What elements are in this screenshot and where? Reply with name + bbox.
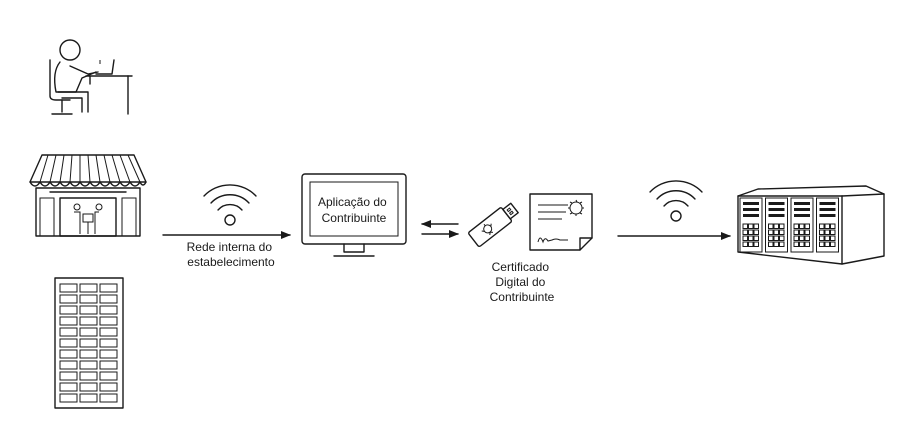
building-window (99, 371, 118, 381)
label-internal-network-line: Rede interna do (187, 240, 273, 254)
building-window (59, 393, 78, 403)
label-certificate-line: Contribuinte (490, 290, 555, 304)
building-window (59, 349, 78, 359)
label-application: Aplicação do Contribuinte (318, 195, 390, 225)
monitor-icon (301, 173, 407, 257)
wifi-icon (203, 184, 257, 226)
label-certificate-line: Certificado (492, 260, 550, 274)
building-window (99, 283, 118, 293)
building-window (79, 360, 98, 370)
building-window (99, 360, 118, 370)
building-window (79, 371, 98, 381)
building-window (79, 393, 98, 403)
server-unit (816, 197, 839, 253)
building-window (99, 338, 118, 348)
label-internal-network-line: estabelecimento (187, 255, 275, 269)
server-unit (790, 197, 814, 253)
wifi-icon (649, 180, 703, 222)
building-window (59, 371, 78, 381)
building-window (99, 349, 118, 359)
building-window (79, 283, 98, 293)
label-internal-network: Rede interna do estabelecimento (187, 240, 276, 269)
building-window (99, 305, 118, 315)
office-building-icon (54, 277, 124, 409)
server-unit (765, 197, 788, 253)
building-window (79, 316, 98, 326)
label-certificate: Certificado Digital do Contribuinte (490, 260, 555, 304)
building-window (59, 360, 78, 370)
building-window (79, 382, 98, 392)
building-window (79, 349, 98, 359)
building-window (59, 327, 78, 337)
usb-token-icon (468, 202, 519, 247)
building-window (59, 382, 78, 392)
building-window (99, 393, 118, 403)
building-window (79, 338, 98, 348)
certificate-document-icon (529, 193, 593, 251)
server-rack-icon (737, 185, 885, 265)
building-window (59, 283, 78, 293)
label-application-line: Aplicação do (318, 195, 387, 209)
building-window (99, 294, 118, 304)
building-window (79, 294, 98, 304)
building-window (59, 316, 78, 326)
building-window (59, 338, 78, 348)
storefront-icon (29, 154, 147, 237)
building-window (59, 294, 78, 304)
label-certificate-line: Digital do (495, 275, 545, 289)
server-unit (739, 197, 763, 253)
person-at-desk-icon (49, 39, 133, 115)
building-window (99, 316, 118, 326)
building-window (79, 327, 98, 337)
building-window (59, 305, 78, 315)
building-window (99, 382, 118, 392)
building-window (99, 327, 118, 337)
label-application-line: Contribuinte (322, 211, 387, 225)
building-window (79, 305, 98, 315)
